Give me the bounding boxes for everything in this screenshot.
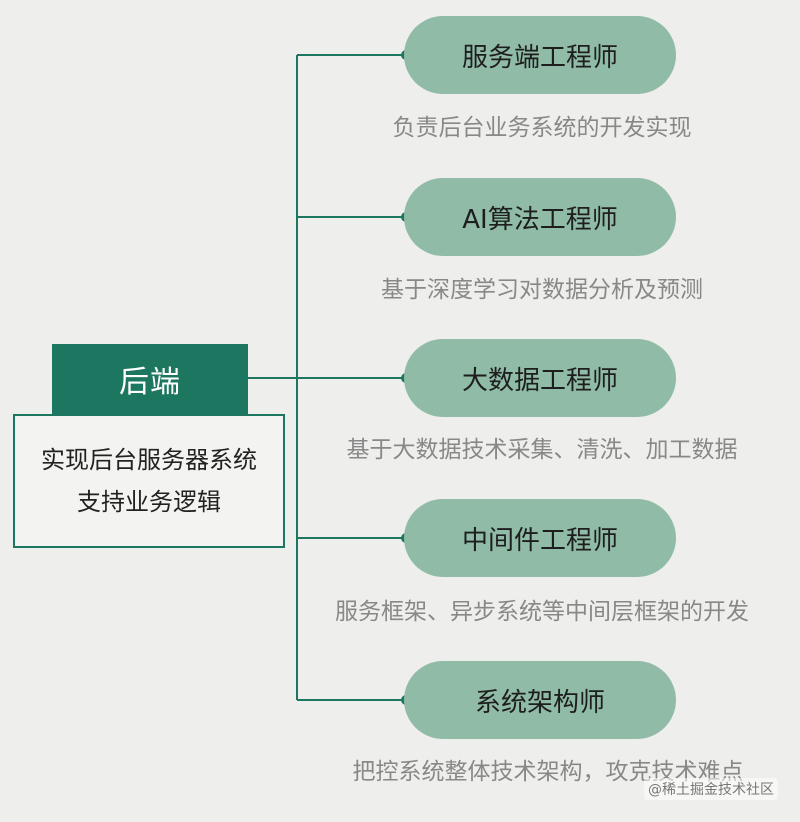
- branch-node-bigdata-engineer: 大数据工程师: [404, 339, 676, 417]
- watermark: @稀土掘金技术社区: [644, 778, 778, 800]
- branch-desc-server-engineer: 负责后台业务系统的开发实现: [392, 115, 692, 141]
- root-desc-line-2: 支持业务逻辑: [77, 488, 221, 516]
- root-node-description: 实现后台服务器系统 支持业务逻辑: [13, 414, 285, 548]
- branch-node-system-architect: 系统架构师: [404, 661, 676, 739]
- root-desc-line-1: 实现后台服务器系统: [41, 446, 257, 474]
- branch-node-middleware-engineer: 中间件工程师: [404, 499, 676, 577]
- branch-desc-middleware-engineer: 服务框架、异步系统等中间层框架的开发: [335, 599, 749, 625]
- branch-node-server-engineer: 服务端工程师: [404, 16, 676, 94]
- branch-node-ai-engineer: AI算法工程师: [404, 178, 676, 256]
- root-node-title: 后端: [52, 344, 248, 414]
- branch-desc-bigdata-engineer: 基于大数据技术采集、清洗、加工数据: [346, 437, 738, 463]
- branch-desc-ai-engineer: 基于深度学习对数据分析及预测: [381, 277, 703, 303]
